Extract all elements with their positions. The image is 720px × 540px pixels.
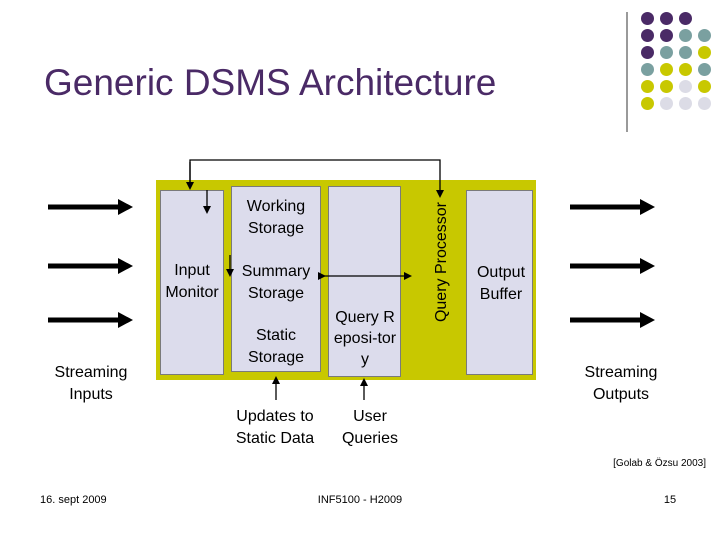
dot: [641, 46, 654, 59]
dot: [660, 80, 673, 93]
feedback-loop-arrow: [186, 159, 444, 198]
dot: [679, 12, 692, 25]
storage-column: [231, 186, 321, 372]
dot: [698, 63, 711, 76]
dot: [660, 12, 673, 25]
dot: [698, 97, 711, 110]
output-buffer-box: [466, 190, 533, 375]
working-storage-label: Working Storage: [246, 198, 306, 237]
dot: [641, 97, 654, 110]
dot: [660, 97, 673, 110]
dot: [641, 12, 654, 25]
query-repository-box: [328, 186, 401, 377]
slide-title: Generic DSMS Architecture: [44, 62, 497, 103]
updates-static-data-label: Updates to Static Data: [235, 408, 315, 447]
dot: [660, 46, 673, 59]
dot: [679, 29, 692, 42]
dot: [698, 29, 711, 42]
dot: [698, 46, 711, 59]
dot: [660, 63, 673, 76]
dot: [679, 97, 692, 110]
streaming-output-arrows: [570, 199, 655, 328]
dot: [641, 63, 654, 76]
decorative-line: [626, 12, 628, 132]
dot: [679, 80, 692, 93]
dot: [660, 29, 673, 42]
static-storage-label: Static Storage: [247, 327, 305, 366]
summary-storage-label: Summary Storage: [241, 263, 311, 302]
streaming-outputs-label: Streaming Outputs: [584, 364, 658, 403]
dot: [641, 80, 654, 93]
dot: [698, 80, 711, 93]
output-buffer-label: Output Buffer: [476, 264, 526, 303]
streaming-inputs-label: Streaming Inputs: [54, 364, 128, 403]
user-queries-label: User Queries: [341, 408, 399, 447]
dot: [679, 46, 692, 59]
footer-date: 16. sept 2009: [40, 494, 107, 506]
dot: [679, 63, 692, 76]
footer-course: INF5100 - H2009: [317, 494, 403, 506]
footer-page: 15: [663, 494, 677, 506]
dot: [641, 29, 654, 42]
citation: [Golab & Özsu 2003]: [613, 458, 706, 469]
input-monitor-label: Input Monitor: [165, 262, 219, 301]
query-repository-label: Query Reposi-tory: [333, 309, 397, 368]
input-monitor-box: [160, 190, 224, 375]
streaming-input-arrows: [48, 199, 133, 328]
